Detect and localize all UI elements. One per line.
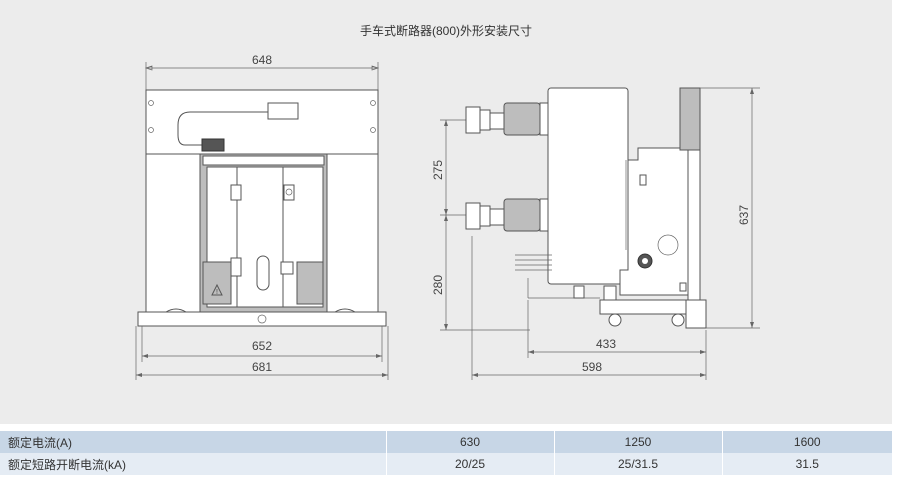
- dim-598-label: 598: [582, 360, 602, 374]
- front-cable-connector: [267, 102, 299, 120]
- side-pole-body: [547, 87, 629, 285]
- front-right-counter: [280, 261, 294, 275]
- table-row: 额定短路开断电流(kA) 20/25 25/31.5 31.5: [0, 453, 892, 475]
- short-circuit-current-label: 额定短路开断电流(kA): [0, 453, 386, 475]
- side-front-wheel-icon: [608, 313, 622, 327]
- spec-table: 额定电流(A) 630 1250 1600 额定短路开断电流(kA) 20/25…: [0, 431, 892, 475]
- lower-contact-arm: [465, 198, 549, 232]
- front-right-cover: [296, 261, 324, 305]
- svg-text:!: !: [216, 289, 218, 296]
- front-center-handle: [256, 255, 270, 291]
- dim-280-label: 280: [431, 275, 445, 295]
- upper-contact-arm: [465, 102, 549, 136]
- drawing-title: 手车式断路器(800)外形安装尺寸: [359, 24, 532, 38]
- side-linkage-lines: [515, 254, 600, 299]
- dim-433-label: 433: [596, 337, 616, 351]
- dim-652-label: 652: [252, 339, 272, 353]
- dim-681-label: 681: [252, 360, 272, 374]
- front-top-bolt-icons: [148, 100, 376, 133]
- front-left-cover: [202, 261, 232, 305]
- front-breaker-panel-center: [236, 166, 284, 308]
- table-cell: 31.5: [721, 453, 892, 475]
- front-right-slot: [283, 184, 295, 201]
- table-cell: 630: [385, 431, 554, 453]
- table-cell: 20/25: [385, 453, 554, 475]
- side-rear-wheel-icon: [671, 313, 685, 327]
- front-top-compartment: [145, 89, 379, 155]
- table-cell: 1600: [721, 431, 892, 453]
- dim-275-label: 275: [431, 160, 445, 180]
- side-handle-icon: [657, 234, 679, 256]
- dimension-drawing: 648 !: [135, 53, 760, 380]
- dim-648-label: 648: [252, 53, 272, 67]
- front-base-knob-icon: [257, 314, 267, 324]
- table-row: 额定电流(A) 630 1250 1600: [0, 431, 892, 453]
- side-back-plate: [679, 87, 701, 151]
- warning-triangle-icon: [211, 283, 223, 296]
- side-mechanism-housing: [619, 147, 689, 296]
- table-cell: 25/31.5: [553, 453, 722, 475]
- front-view: 648 !: [135, 53, 389, 380]
- front-left-indicator: [230, 257, 242, 277]
- front-left-slot: [230, 184, 242, 201]
- front-breaker-top-bar: [202, 155, 325, 166]
- dim-637-label: 637: [737, 205, 751, 225]
- rated-current-label: 额定电流(A): [0, 431, 386, 453]
- side-view: 275 280: [431, 87, 760, 380]
- front-right-knob-icon: [285, 188, 293, 196]
- front-cable-terminal: [201, 138, 225, 152]
- side-truck-base: [599, 299, 701, 315]
- front-truck-base: [137, 311, 387, 327]
- table-cell: 1250: [553, 431, 722, 453]
